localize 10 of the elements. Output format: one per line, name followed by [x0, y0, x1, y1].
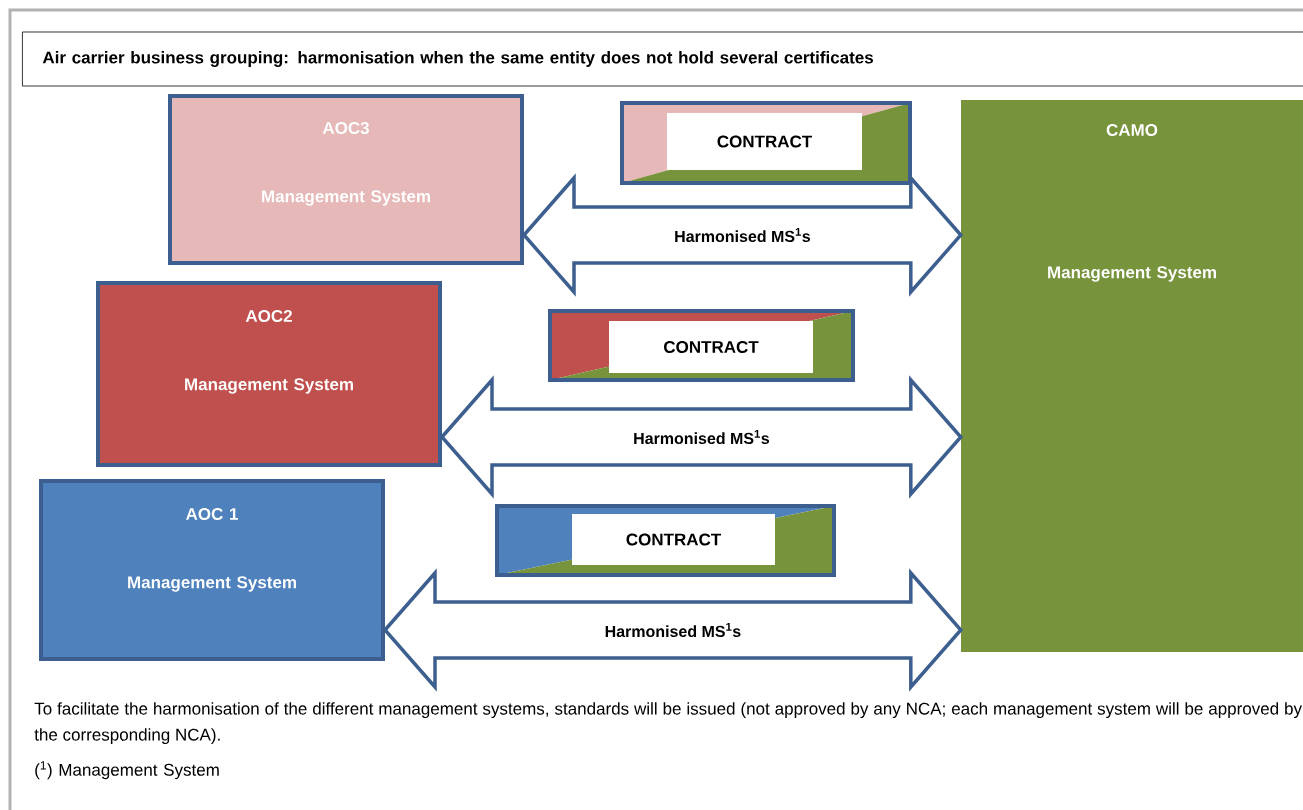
management-system-box: AOC2 Management System [96, 281, 442, 467]
note: ($^{1}$) Management System [35, 761, 219, 780]
note: To facilitate the harmonisation of the different management systems, standards will be issued (not approved by any NCA; each management system will be approved by the corresponding NCA). [34, 702, 1302, 745]
contract-box: CONTRACT [495, 504, 836, 577]
management-system-box: AOC3 Management System [168, 94, 524, 265]
contract-box: CONTRACT [620, 101, 912, 185]
contract-box: CONTRACT [548, 309, 855, 382]
title: Air carrier business grouping: harmonisation when the same entity does not hold several certificates [22, 31, 1303, 87]
management-system-box: AOC 1 Management System [39, 479, 385, 661]
management-system-box: CAMO Management System [961, 100, 1303, 652]
